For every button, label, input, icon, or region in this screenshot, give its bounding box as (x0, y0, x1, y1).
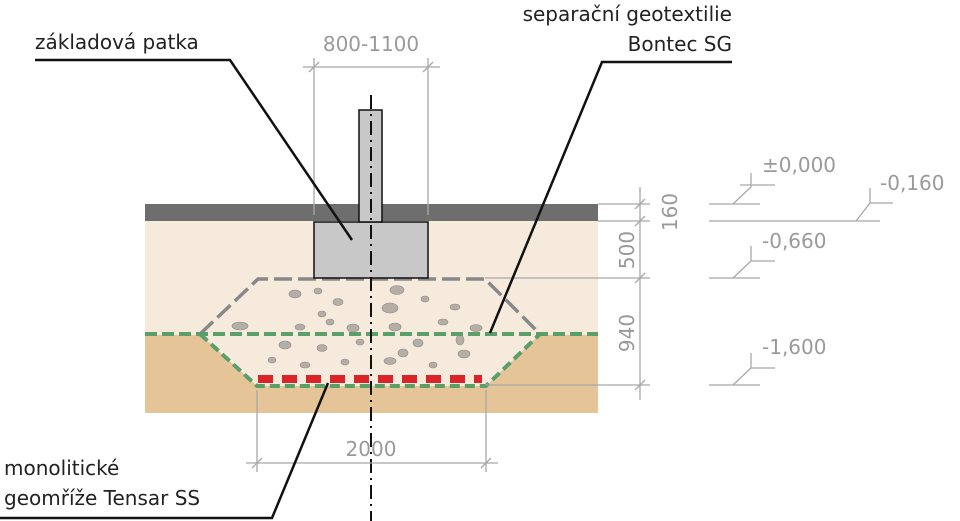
level-2: -0,660 (762, 229, 826, 253)
leader-lines (0, 58, 732, 520)
footing-width-dim: 800-1100 (323, 32, 419, 56)
footing-depth-dim: 500 (615, 231, 639, 269)
geogrid-label-2: geomříže Tensar SS (4, 486, 200, 510)
geogrid-label-1: monolitické (4, 456, 119, 480)
geotextile-label-2: Bontec SG (628, 32, 732, 56)
dimension-lines (246, 58, 893, 472)
geotextile-wrap (198, 332, 542, 388)
footing-block (313, 221, 429, 279)
gravel-depth-dim: 940 (615, 314, 639, 352)
trench-width-dim: 2000 (346, 437, 397, 461)
level-3: -1,600 (762, 335, 826, 359)
geotextile-label-1: separační geotextilie (523, 2, 732, 26)
level-1: -0,160 (880, 171, 944, 195)
slab-dim: 160 (658, 193, 682, 231)
footing-label: základová patka (35, 30, 199, 54)
gravel-stones (231, 285, 483, 369)
level-0: ±0,000 (762, 153, 836, 177)
